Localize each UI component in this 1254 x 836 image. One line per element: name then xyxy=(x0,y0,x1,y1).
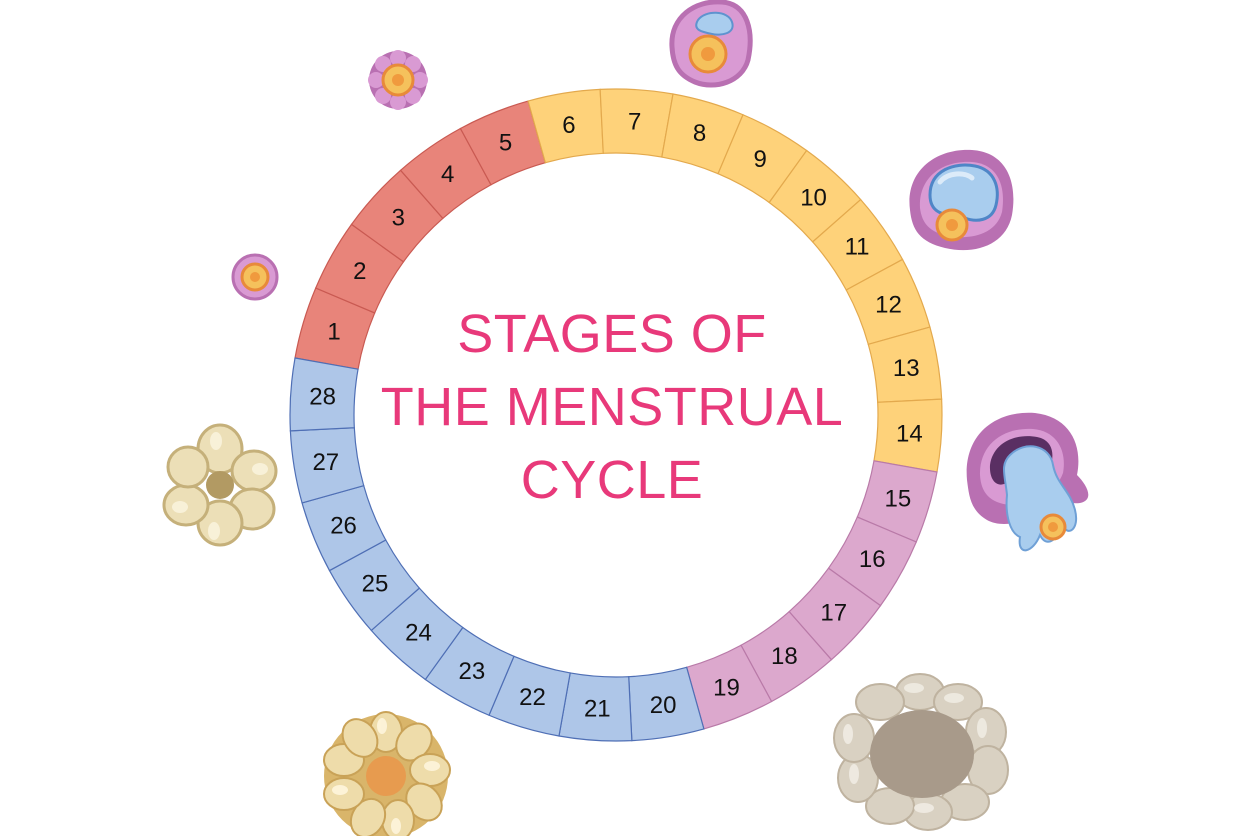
graafian-follicle-icon xyxy=(909,149,1014,251)
day-label-3: 3 xyxy=(392,204,405,231)
primary-follicle-icon xyxy=(368,50,428,110)
corpus-luteum-icon xyxy=(323,711,451,836)
day-label-5: 5 xyxy=(499,130,512,157)
day-label-7: 7 xyxy=(628,109,641,136)
day-label-24: 24 xyxy=(405,620,432,647)
day-label-25: 25 xyxy=(362,570,389,597)
day-label-15: 15 xyxy=(885,486,912,513)
day-label-4: 4 xyxy=(441,161,454,188)
small-follicle-icon xyxy=(231,253,279,301)
day-label-19: 19 xyxy=(713,674,740,701)
title-line-2: THE MENSTRUAL xyxy=(381,377,844,437)
day-label-10: 10 xyxy=(800,184,827,211)
day-label-14: 14 xyxy=(896,421,923,448)
day-label-8: 8 xyxy=(693,120,706,147)
day-label-21: 21 xyxy=(584,695,611,722)
regressing-corpus-luteum-icon xyxy=(162,423,278,547)
day-segment-28 xyxy=(289,357,359,432)
day-label-9: 9 xyxy=(753,146,766,173)
ruptured-follicle-icon xyxy=(966,412,1089,552)
day-label-20: 20 xyxy=(650,692,677,719)
diagram-title: STAGES OF THE MENSTRUAL CYCLE xyxy=(381,304,844,510)
day-label-28: 28 xyxy=(309,383,336,410)
title-line-3: CYCLE xyxy=(521,450,704,510)
title-line-1: STAGES OF xyxy=(457,304,767,364)
day-label-16: 16 xyxy=(859,546,886,573)
day-label-18: 18 xyxy=(771,643,798,670)
day-label-26: 26 xyxy=(330,512,357,539)
day-label-22: 22 xyxy=(519,684,546,711)
secondary-follicle-icon xyxy=(669,0,753,88)
day-label-13: 13 xyxy=(893,355,920,382)
day-label-27: 27 xyxy=(312,449,339,476)
day-label-1: 1 xyxy=(327,318,340,345)
day-label-17: 17 xyxy=(820,600,847,627)
day-label-12: 12 xyxy=(875,292,902,319)
day-label-23: 23 xyxy=(459,658,486,685)
corpus-albicans-icon xyxy=(833,673,1009,831)
day-label-6: 6 xyxy=(562,112,575,139)
day-label-2: 2 xyxy=(353,258,366,285)
day-label-11: 11 xyxy=(845,234,870,261)
